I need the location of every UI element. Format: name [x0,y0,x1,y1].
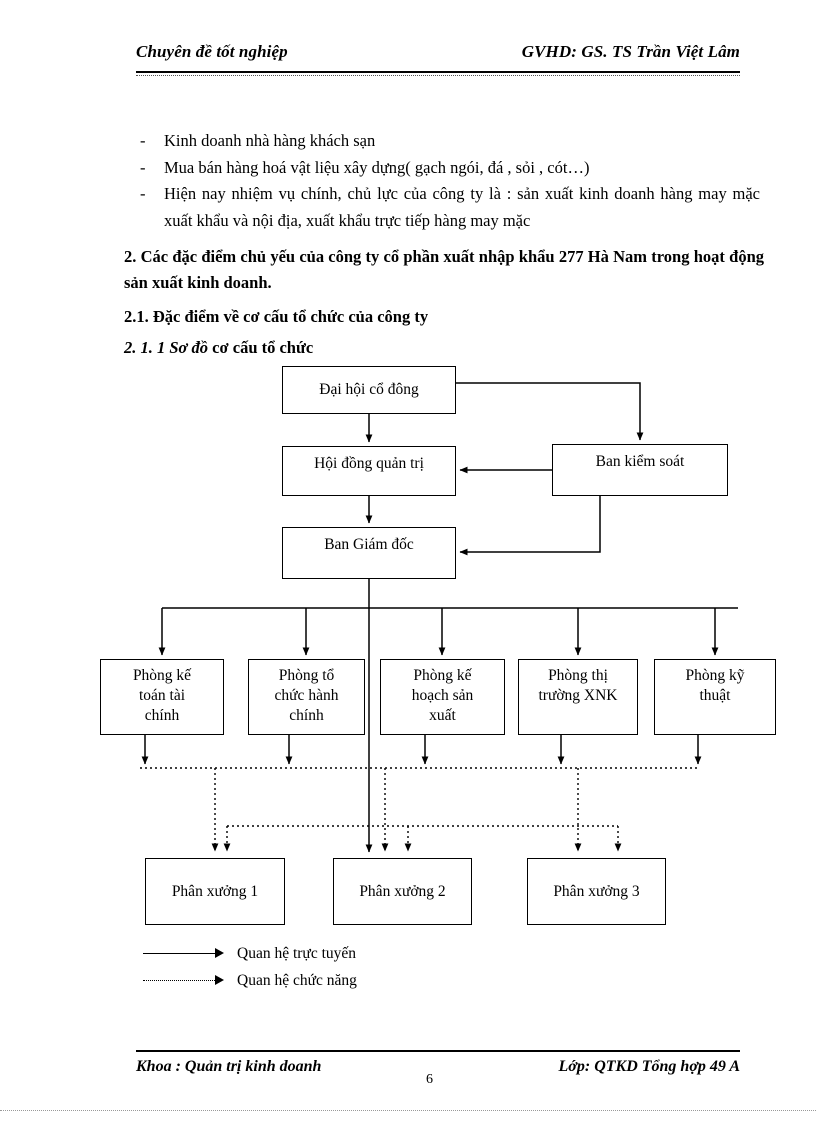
node-label-line: Phòng thị [548,667,608,684]
node-phong-ke-toan-tai-chinh: Phòng kế toán tài chính [100,659,224,735]
diagram-legend: Quan hệ trực tuyến Quan hệ chức năng [143,940,357,994]
node-label: Phân xưởng 2 [359,882,446,900]
legend-item-dotted: Quan hệ chức năng [143,967,357,994]
list-item: - Hiện nay nhiệm vụ chính, chủ lực của c… [140,181,760,234]
heading-2: 2. Các đặc điểm chủ yếu của công ty cổ p… [124,247,764,293]
bullet-marker: - [140,157,146,177]
header-right-text: GVHD: GS. TS Trần Việt Lâm [521,42,740,61]
node-dai-hoi-co-dong: Đại hội cổ đông [282,366,456,414]
bullet-text: Kinh doanh nhà hàng khách sạn [164,131,376,150]
node-label: Phòng kỹ thuật [686,666,745,706]
node-phong-thi-truong-xnk: Phòng thị trường XNK [518,659,638,735]
node-phan-xuong-2: Phân xưởng 2 [333,858,472,925]
bullet-text: Mua bán hàng hoá vật liệu xây dựng( gạch… [164,157,590,177]
node-phan-xuong-3: Phân xưởng 3 [527,858,666,925]
header-divider-dotted [136,75,740,76]
bullet-list: - Kinh doanh nhà hàng khách sạn - Mua bá… [140,128,760,235]
node-label: Ban Giám đốc [324,536,414,553]
solid-arrow-icon [143,947,227,960]
heading-block: 2. Các đặc điểm chủ yếu của công ty cổ p… [124,244,764,362]
node-label: Phòng tổ chức hành chính [275,666,339,725]
node-label-line: thuật [699,686,731,704]
list-item: - Mua bán hàng hoá vật liệu xây dựng( gạ… [140,155,760,182]
legend-label: Quan hệ chức năng [237,971,357,989]
node-label: Ban kiểm soát [595,453,685,470]
node-label-line: Phòng kỹ [685,667,745,684]
footer-divider [136,1050,740,1052]
page-header: Chuyên đề tốt nghiệp GVHD: GS. TS Trần V… [136,42,740,62]
node-label: Phân xưởng 3 [553,882,640,900]
node-label: Hội đồng quản trị [314,455,424,472]
node-label-line: trường XNK [538,686,618,704]
node-label-line: chính [144,706,180,724]
node-ban-kiem-soat: Ban kiểm soát [552,444,728,496]
heading-2-1-1: 2. 1. 1 Sơ đồ cơ cấu tổ chức [124,335,764,361]
node-label: Phòng thị trường XNK [538,666,617,706]
node-label-line: chính [289,706,324,724]
node-ban-giam-doc: Ban Giám đốc [282,527,456,579]
footer-left-text: Khoa : Quản trị kinh doanh [136,1058,322,1075]
node-hoi-dong-quan-tri: Hội đồng quản trị [282,446,456,496]
node-label: Phòng kế hoạch sản xuất [412,666,474,725]
bottom-dotted-rule [0,1110,816,1111]
heading-2-1: 2.1. Đặc điểm về cơ cấu tổ chức của công… [124,306,429,326]
node-phong-to-chuc-hanh-chinh: Phòng tổ chức hành chính [248,659,365,735]
footer-right-text: Lớp: QTKD Tổng hợp 49 A [558,1058,740,1075]
legend-label: Quan hệ trực tuyến [237,944,357,962]
legend-item-solid: Quan hệ trực tuyến [143,940,357,967]
node-label: Phân xưởng 1 [171,882,259,900]
bullet-marker: - [140,131,146,150]
header-divider [136,71,740,73]
node-phan-xuong-1: Phân xưởng 1 [145,858,285,925]
dotted-arrow-icon [143,974,227,987]
node-label-line: Phòng tổ [278,667,335,684]
node-label: Đại hội cổ đông [319,381,419,399]
bullet-text: Hiện nay nhiệm vụ chính, chủ lực của côn… [164,184,760,231]
node-label-line: toán tài [138,686,186,704]
node-label-line: Phòng kế [132,667,192,684]
node-phong-ke-hoach-san-xuat: Phòng kế hoạch sản xuất [380,659,505,735]
page-number: 6 [426,1072,433,1087]
heading-2-1-1-rest: cơ cấu tổ chức [208,338,314,358]
bullet-marker: - [140,184,146,204]
node-label-line: Phòng kế [413,667,472,684]
heading-2-1-1-number: 2. 1. 1 Sơ đồ [124,338,209,358]
node-label-line: hoạch sản [411,686,474,704]
list-item: - Kinh doanh nhà hàng khách sạn [140,128,760,155]
header-left-text: Chuyên đề tốt nghiệp [136,42,288,61]
node-label-line: xuất [429,706,456,724]
node-phong-ky-thuat: Phòng kỹ thuật [654,659,776,735]
node-label: Phòng kế toán tài chính [133,666,191,725]
node-label-line: chức hành [274,686,339,704]
